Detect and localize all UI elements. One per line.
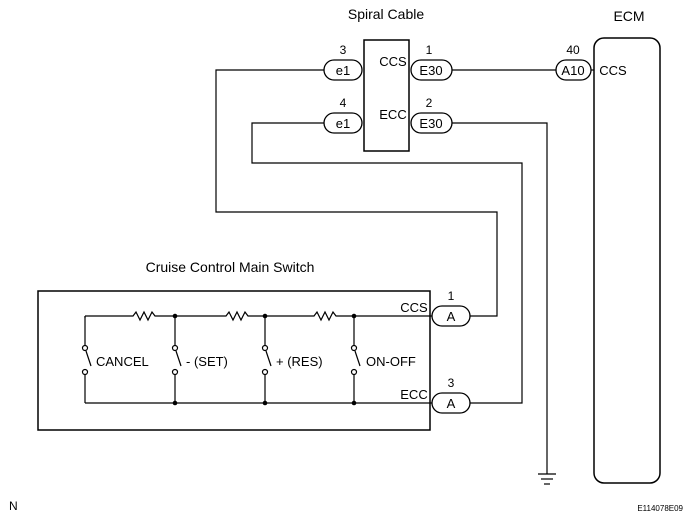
connector-label: E30 [419, 63, 442, 78]
switch-signal-ecc: ECC [400, 387, 427, 402]
spiral-cable-box [363, 39, 410, 152]
connector-e30-pin1: E30 1 [410, 43, 453, 81]
connector-e1-pin3: e1 3 [323, 43, 363, 81]
wire-ccs-main-switch [215, 69, 498, 317]
switch-cancel [81, 316, 92, 403]
pin-number: 40 [566, 43, 580, 57]
connector-label: A [447, 309, 456, 324]
corner-label: N [9, 499, 18, 513]
pin-number: 1 [426, 43, 433, 57]
pin-number: 1 [448, 289, 455, 303]
switch-signal-ccs: CCS [400, 300, 428, 315]
wire-ecc-main-switch [251, 122, 523, 404]
connector-e30-pin2: E30 2 [410, 96, 453, 134]
pin-number: 3 [340, 43, 347, 57]
connector-label: A [447, 396, 456, 411]
connector-e1-pin4: e1 4 [323, 96, 363, 134]
main-switch-title: Cruise Control Main Switch [146, 259, 315, 275]
pin-number: 2 [426, 96, 433, 110]
spiral-signal-ecc: ECC [379, 107, 406, 122]
connector-a-pin1: A 1 [431, 289, 471, 327]
switch-label-res: + (RES) [276, 354, 323, 369]
connector-label: e1 [336, 63, 350, 78]
switch-on-off [350, 316, 361, 403]
switch-label-cancel: CANCEL [96, 354, 149, 369]
ecm-signal-ccs: CCS [599, 63, 627, 78]
spiral-signal-ccs: CCS [379, 54, 407, 69]
pin-number: 3 [448, 376, 455, 390]
figure-id: E114078E09 [637, 504, 683, 513]
connector-label: e1 [336, 116, 350, 131]
switch-set [171, 316, 182, 403]
switch-res [261, 316, 272, 403]
top-rail [84, 310, 432, 322]
ground-icon [538, 473, 556, 485]
connector-a10-pin40: A10 40 [555, 43, 592, 81]
wire-ecc-ground [452, 122, 548, 474]
connector-a-pin3: A 3 [431, 376, 471, 414]
connector-label: E30 [419, 116, 442, 131]
connector-label: A10 [561, 63, 584, 78]
ecm-title: ECM [613, 8, 644, 24]
ecm-box [593, 37, 661, 484]
switch-label-on-off: ON-OFF [366, 354, 416, 369]
pin-number: 4 [340, 96, 347, 110]
spiral-cable-title: Spiral Cable [348, 6, 424, 22]
main-switch-box [37, 290, 431, 431]
switch-label-set: - (SET) [186, 354, 228, 369]
